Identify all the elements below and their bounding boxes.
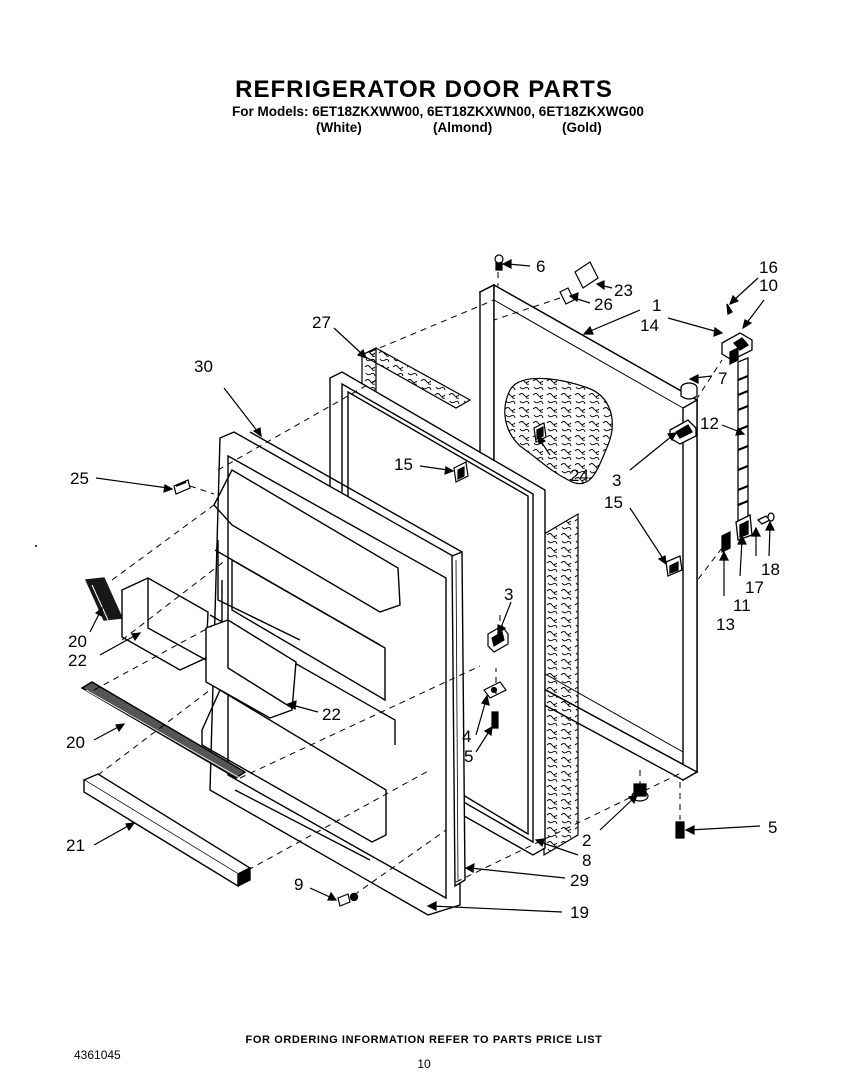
color-white: (White) bbox=[316, 120, 362, 135]
callout-6: 6 bbox=[536, 257, 545, 276]
door-shelves-and-bins bbox=[80, 577, 297, 888]
callout-23: 23 bbox=[614, 281, 633, 300]
callout-9: 9 bbox=[294, 875, 303, 894]
callout-19: 19 bbox=[570, 903, 589, 922]
callout-2: 2 bbox=[582, 831, 591, 850]
models-line: For Models: 6ET18ZKXWW00, 6ET18ZKXWN00, … bbox=[232, 104, 644, 119]
small-hardware bbox=[173, 254, 685, 907]
document-number: 4361045 bbox=[74, 1048, 121, 1062]
callout-7: 7 bbox=[718, 369, 727, 388]
callout-16: 16 bbox=[759, 258, 778, 277]
callout-10: 10 bbox=[759, 276, 778, 295]
callout-18: 18 bbox=[761, 560, 780, 579]
callout-numbers: 1 2 3 3 4 5 5 6 7 8 9 10 11 12 13 14 15 … bbox=[66, 257, 780, 922]
callout-20: 20 bbox=[66, 733, 85, 752]
callout-4: 4 bbox=[462, 727, 471, 746]
callout-1: 1 bbox=[652, 296, 661, 315]
callout-14: 14 bbox=[640, 316, 659, 335]
color-almond: (Almond) bbox=[433, 120, 493, 135]
callout-15: 15 bbox=[394, 455, 413, 474]
callout-22: 22 bbox=[322, 705, 341, 724]
callout-5: 5 bbox=[768, 818, 777, 837]
callout-29: 29 bbox=[570, 871, 589, 890]
page-title: REFRIGERATOR DOOR PARTS bbox=[235, 76, 613, 103]
callout-13: 13 bbox=[716, 615, 735, 634]
callout-3: 3 bbox=[612, 471, 621, 490]
callout-21: 21 bbox=[66, 836, 85, 855]
page-number: 10 bbox=[417, 1057, 431, 1071]
callout-17: 17 bbox=[745, 578, 764, 597]
callout-20: 20 bbox=[68, 632, 87, 651]
callout-5: 5 bbox=[464, 747, 473, 766]
callout-26: 26 bbox=[594, 295, 613, 314]
margin-mark bbox=[35, 545, 37, 547]
leader-lines bbox=[89, 259, 775, 913]
callout-22: 22 bbox=[68, 651, 87, 670]
callout-25: 25 bbox=[70, 469, 89, 488]
door-seal-strips bbox=[249, 431, 466, 888]
callout-27: 27 bbox=[312, 313, 331, 332]
hinge-assembly bbox=[665, 303, 775, 577]
callout-24: 24 bbox=[570, 466, 589, 485]
callout-11: 11 bbox=[733, 596, 751, 615]
callout-15: 15 bbox=[604, 493, 623, 512]
color-gold: (Gold) bbox=[562, 120, 602, 135]
callout-3: 3 bbox=[504, 585, 513, 604]
callout-30: 30 bbox=[194, 357, 213, 376]
explosion-lines bbox=[93, 272, 723, 896]
callout-12: 12 bbox=[700, 414, 719, 433]
ordering-note: FOR ORDERING INFORMATION REFER TO PARTS … bbox=[245, 1034, 603, 1046]
callout-8: 8 bbox=[582, 851, 591, 870]
